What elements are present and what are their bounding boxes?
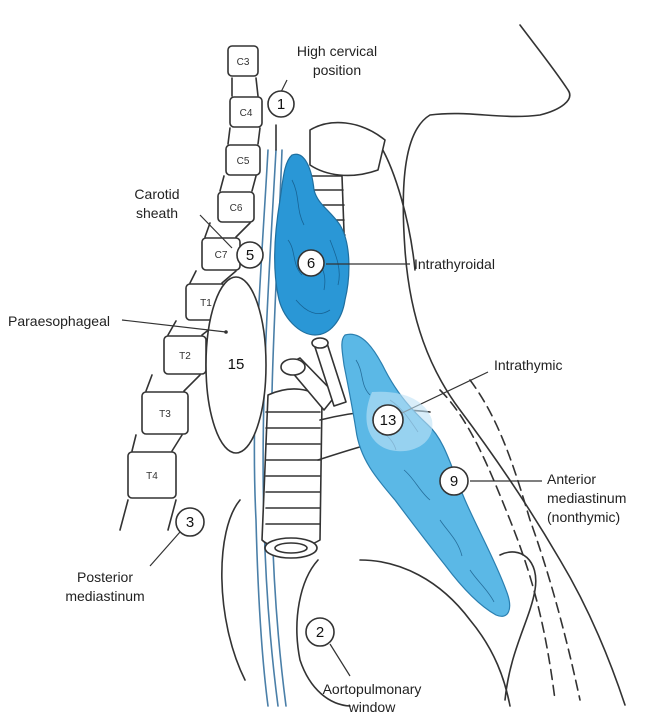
label-anterior-line3: (nonthymic) bbox=[547, 509, 620, 525]
marker-2: 2 bbox=[306, 618, 334, 646]
label-anterior-line1: Anterior bbox=[547, 471, 596, 487]
label-posterior-line1: Posterior bbox=[77, 569, 133, 585]
svg-text:13: 13 bbox=[380, 412, 397, 429]
marker-9: 9 bbox=[440, 467, 468, 495]
vertebra-label-c6: C6 bbox=[230, 203, 243, 214]
vertebra-label-t3: T3 bbox=[159, 409, 171, 420]
thymus-gland bbox=[342, 334, 510, 616]
label-aortopulmonary-line2: window bbox=[348, 699, 397, 715]
heart-shape bbox=[500, 552, 536, 700]
svg-text:2: 2 bbox=[316, 624, 324, 641]
vertebra-label-c5: C5 bbox=[237, 156, 250, 167]
leader-high-cervical bbox=[281, 80, 287, 92]
marker-3: 3 bbox=[176, 508, 204, 536]
svg-text:6: 6 bbox=[307, 255, 315, 272]
marker-5: 5 bbox=[237, 242, 263, 268]
label-high-cervical-line2: position bbox=[313, 62, 361, 78]
marker-1: 1 bbox=[268, 91, 294, 117]
leader-aortopulmonary bbox=[330, 644, 350, 676]
vertebra-label-c3: C3 bbox=[237, 57, 250, 68]
vertebra-label-c7: C7 bbox=[215, 250, 228, 261]
label-intrathyroidal: Intrathyroidal bbox=[414, 256, 495, 272]
marker-13: 13 bbox=[373, 405, 403, 435]
neck-outline-inner bbox=[380, 145, 415, 270]
label-aortopulmonary-line1: Aortopulmonary bbox=[323, 681, 422, 697]
svg-text:15: 15 bbox=[228, 356, 245, 373]
label-carotid-line2: sheath bbox=[136, 205, 178, 221]
svg-text:3: 3 bbox=[186, 514, 194, 531]
svg-text:9: 9 bbox=[450, 473, 458, 490]
marker-15: 15 bbox=[228, 356, 245, 373]
vertebra-label-c4: C4 bbox=[240, 108, 253, 119]
label-high-cervical-line1: High cervical bbox=[297, 43, 377, 59]
label-paraesophageal: Paraesophageal bbox=[8, 313, 110, 329]
label-carotid-line1: Carotid bbox=[134, 186, 179, 202]
label-posterior-line2: mediastinum bbox=[65, 588, 144, 604]
vertebra-label-t4: T4 bbox=[146, 471, 158, 482]
label-intrathymic: Intrathymic bbox=[494, 357, 562, 373]
svg-text:5: 5 bbox=[246, 247, 254, 264]
leader-posterior bbox=[150, 532, 180, 566]
vertebra-label-t2: T2 bbox=[179, 351, 191, 362]
anterior-mediastinum-dashes-2 bbox=[470, 380, 580, 700]
svg-text:1: 1 bbox=[277, 96, 285, 113]
label-anterior-line2: mediastinum bbox=[547, 490, 626, 506]
vertebra-label-t1: T1 bbox=[200, 298, 212, 309]
marker-6: 6 bbox=[298, 250, 324, 276]
